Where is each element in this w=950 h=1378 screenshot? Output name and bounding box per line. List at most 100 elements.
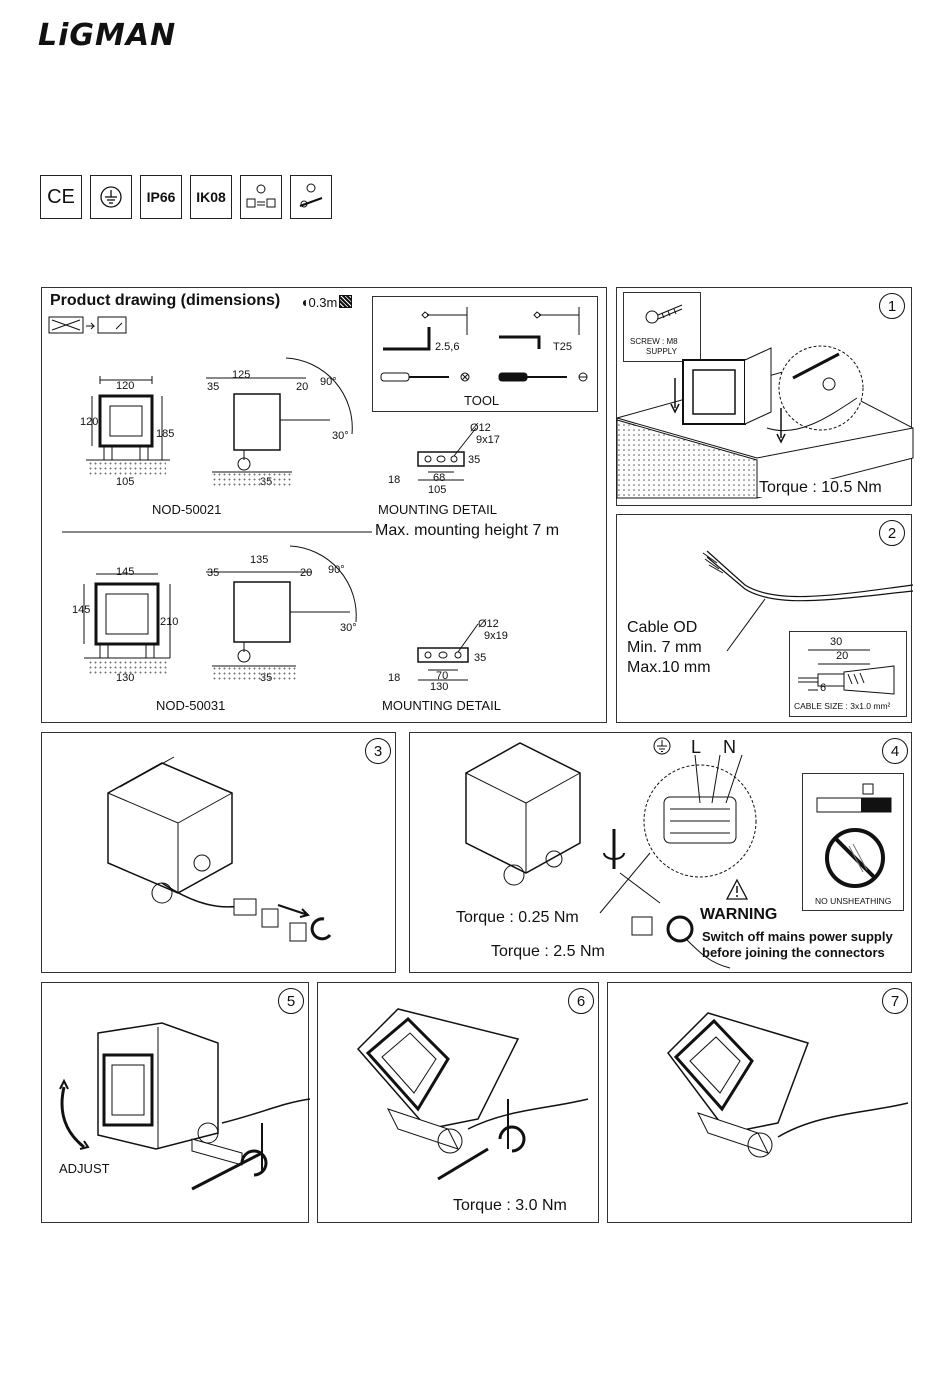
hex-key-icon <box>383 307 468 351</box>
model2-mount-h: 35 <box>474 652 487 664</box>
screw-supply-box: SCREW : M8 SUPPLY <box>623 292 701 362</box>
step-number: 2 <box>879 520 905 546</box>
cable-min-label: Min. 7 mm <box>627 639 702 656</box>
no-unsheathing-box: NO UNSHEATHING <box>802 773 904 911</box>
model1-side-left: 35 <box>207 381 220 393</box>
step1-torque: Torque : 10.5 Nm <box>759 479 882 497</box>
cable-illustration <box>702 550 914 652</box>
ground-hatch <box>88 660 168 676</box>
ground-hatch <box>212 666 296 682</box>
step-number: 1 <box>879 293 905 319</box>
max-mounting-height: Max. mounting height 7 m <box>375 522 560 539</box>
hex-size-2: T25 <box>553 341 572 353</box>
screw-label: SCREW : M8 <box>630 337 678 346</box>
model1-width: 120 <box>116 380 135 392</box>
earth-icon <box>653 737 671 755</box>
model1-mount-edge: 18 <box>388 474 401 486</box>
strip-30: 30 <box>830 636 843 648</box>
wiring-illustration <box>465 742 757 969</box>
model2-name: NOD-50031 <box>156 698 226 713</box>
torx-key-icon <box>499 307 580 349</box>
model1-mount-label: MOUNTING DETAIL <box>378 502 497 517</box>
cable-od-label: Cable OD <box>627 619 698 636</box>
model2-angle-up: 90° <box>328 564 345 576</box>
model2-mount-slot: 9x19 <box>484 630 508 642</box>
section-divider <box>62 531 372 533</box>
model1-base: 105 <box>116 476 135 488</box>
ik08-badge: IK08 <box>190 175 232 219</box>
model1-mount-outer: 105 <box>428 484 447 496</box>
model2-mount-label: MOUNTING DETAIL <box>382 698 501 713</box>
tool-label: TOOL <box>464 393 500 408</box>
model2-front-view <box>83 573 171 659</box>
model1-side-top: 125 <box>232 369 251 381</box>
model1-angle-up: 90° <box>320 376 337 388</box>
warning-line-2: before joining the connectors <box>702 945 885 960</box>
model2-side-view <box>206 545 357 667</box>
screwdriver-icon <box>380 372 588 382</box>
step-number: 5 <box>278 988 304 1014</box>
warning-title: WARNING <box>700 906 778 923</box>
model1-mount-inner: 68 <box>433 472 446 484</box>
supply-label: SUPPLY <box>646 347 677 356</box>
adjust-label: ADJUST <box>59 1161 110 1176</box>
step-number: 6 <box>568 988 594 1014</box>
step-number: 3 <box>365 738 391 764</box>
neutral-label: N <box>723 737 736 757</box>
ground-hatch <box>212 472 292 488</box>
not-covered-icon <box>48 316 127 334</box>
step-6-panel: 6 Torque : 3.0 Nm <box>317 982 599 1223</box>
model1-height: 120 <box>80 416 99 428</box>
ground-hatch <box>88 461 166 477</box>
cable-strip-icon <box>798 649 895 695</box>
no-unsheathing-label: NO UNSHEATHING <box>815 896 892 906</box>
product-drawing-panel: Product drawing (dimensions) ◖0.3m 2.5,6… <box>41 287 607 723</box>
hex-size-1: 2.5,6 <box>435 341 460 353</box>
model1-mount-hole: Ø12 <box>470 422 491 434</box>
earth-icon <box>90 175 132 219</box>
model1-mount-slot: 9x17 <box>476 434 500 446</box>
fixture-gland-illustration <box>107 756 332 942</box>
step-1-panel: 1 SCREW : M8 SUPPLY Torque : 10.5 Nm <box>616 287 914 506</box>
tool-box: 2.5,6 T25 TOOL <box>372 296 598 412</box>
model2-height: 145 <box>72 604 91 616</box>
step-7-panel: 7 <box>607 982 912 1223</box>
step-2-panel: 2 Cable OD Min. 7 mm Max.10 mm 30 20 6 C… <box>616 514 914 723</box>
warning-triangle-icon <box>725 878 749 900</box>
model2-angle-down: 30° <box>340 622 357 634</box>
cable-strip-box: 30 20 6 CABLE SIZE : 3x1.0 mm² <box>789 631 907 717</box>
step6-torque: Torque : 3.0 Nm <box>453 1197 567 1215</box>
cable-max-label: Max.10 mm <box>627 659 711 676</box>
model1-mounting-bracket <box>417 427 477 481</box>
model2-mount-edge: 18 <box>388 672 401 684</box>
strip-6: 6 <box>820 682 827 694</box>
tilted-fixture-illustration <box>356 1008 589 1181</box>
step4-torque-1: Torque : 0.25 Nm <box>456 909 579 927</box>
hatch-icon <box>339 295 353 308</box>
model2-mount-inner: 70 <box>436 670 449 682</box>
wire-strip-icon <box>816 783 892 813</box>
model1-name: NOD-50021 <box>152 502 222 517</box>
step4-torque-2: Torque : 2.5 Nm <box>491 943 605 961</box>
model1-side-view <box>206 357 353 473</box>
model1-mount-h: 35 <box>468 454 481 466</box>
model1-side-right: 20 <box>296 381 309 393</box>
model2-mount-hole: Ø12 <box>478 618 499 630</box>
distance-value: 0.3m <box>308 295 338 310</box>
step-number: 4 <box>882 738 908 764</box>
model2-width: 145 <box>116 566 135 578</box>
step-5-panel: 5 ADJUST <box>41 982 311 1223</box>
swap-icon <box>240 175 282 219</box>
model1-total-height: 185 <box>156 428 175 440</box>
model2-side-right: 20 <box>300 567 313 579</box>
step-4-panel: 4 L N Torque : 0.25 Nm Torque : 2.5 Nm W… <box>409 732 912 973</box>
distance-label: ◖0.3m <box>300 294 353 310</box>
final-fixture-illustration <box>667 1012 909 1158</box>
step-number: 7 <box>882 988 908 1014</box>
cable-size-label: CABLE SIZE : 3x1.0 mm² <box>794 701 891 711</box>
model2-total-height: 210 <box>160 616 179 628</box>
model2-side-left: 35 <box>207 567 220 579</box>
step-3-panel: 3 <box>41 732 396 973</box>
ce-mark-icon: CE <box>40 175 82 219</box>
model1-angle-down: 30° <box>332 430 349 442</box>
